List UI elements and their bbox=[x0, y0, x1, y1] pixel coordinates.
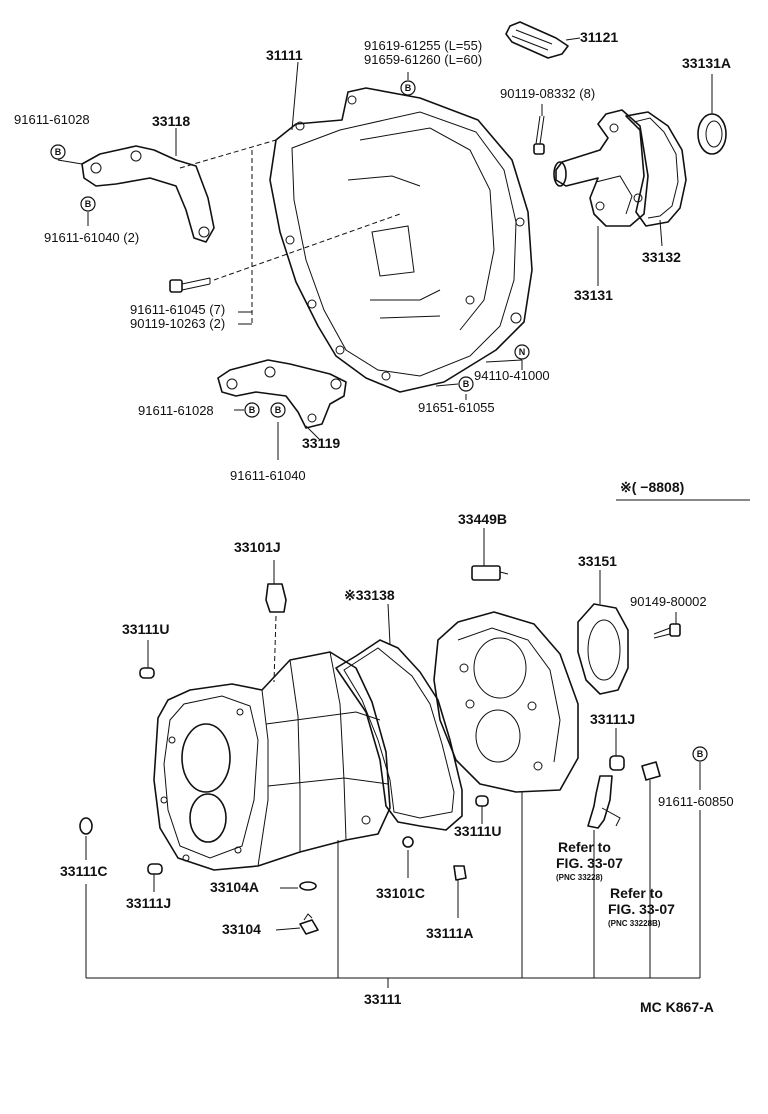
gasket-33132 bbox=[625, 111, 687, 247]
label-33101J: 33101J bbox=[234, 539, 281, 555]
bolt-90119-08332 bbox=[533, 104, 545, 155]
plug-33111A bbox=[453, 865, 467, 918]
svg-text:B: B bbox=[463, 379, 470, 389]
label-33132: 33132 bbox=[642, 249, 681, 265]
svg-text:B: B bbox=[405, 83, 412, 93]
svg-text:B: B bbox=[55, 147, 62, 157]
pin-33111J-a bbox=[609, 728, 625, 771]
leader bbox=[485, 359, 523, 363]
bolt-mark-icon: B bbox=[458, 376, 474, 392]
label-91611-61028-b: 91611-61028 bbox=[138, 403, 214, 418]
refer-1-line1: Refer to bbox=[558, 839, 611, 855]
assembly-bracket bbox=[86, 840, 700, 988]
label-90119-08332: 90119-08332 (8) bbox=[500, 86, 595, 101]
label-91651-61055: 91651-61055 bbox=[418, 400, 495, 415]
diagram-code: MC K867-A bbox=[640, 999, 714, 1015]
bolt-mark-icon: B bbox=[270, 402, 286, 418]
svg-text:B: B bbox=[697, 749, 704, 759]
date-note: ※( −8808) bbox=[620, 479, 684, 495]
svg-text:B: B bbox=[275, 405, 282, 415]
bolt-mark-icon: B bbox=[50, 144, 66, 160]
breather-33101J bbox=[265, 560, 287, 683]
shift-part-33228B bbox=[641, 761, 661, 978]
label-31111-top: 31111 bbox=[266, 47, 303, 63]
extension-housing-33151 bbox=[433, 611, 579, 978]
svg-text:N: N bbox=[519, 347, 526, 357]
label-33111A: 33111A bbox=[426, 925, 474, 941]
label-90149-80002: 90149-80002 bbox=[630, 594, 707, 609]
bolt-mark-icon: B bbox=[692, 746, 708, 762]
label-33131A: 33131A bbox=[682, 55, 731, 71]
oil-seal-33131A bbox=[697, 74, 727, 155]
label-90119-10263: 90119-10263 (2) bbox=[130, 316, 225, 331]
label-33449B: 33449B bbox=[458, 511, 507, 527]
svg-text:B: B bbox=[85, 199, 92, 209]
transmission-case-33111 bbox=[153, 651, 391, 871]
refer-2-line1: Refer to bbox=[610, 885, 663, 901]
label-33104: 33104 bbox=[222, 921, 261, 937]
label-33104A: 33104A bbox=[210, 879, 259, 895]
leader bbox=[57, 159, 83, 165]
label-94110-41000: 94110-41000 bbox=[474, 368, 550, 383]
pin-33111U-a bbox=[139, 640, 155, 679]
shift-lever-33228 bbox=[587, 775, 621, 978]
label-91611-61045: 91611-61045 (7) bbox=[130, 302, 225, 317]
leader bbox=[435, 383, 459, 387]
bracket-33118 bbox=[81, 128, 277, 243]
label-91611-61040: 91611-61040 bbox=[230, 468, 306, 483]
label-33138: ※33138 bbox=[344, 587, 395, 603]
gasket-31121 bbox=[505, 21, 581, 59]
label-91619-61255: 91619-61255 (L=55) bbox=[364, 38, 482, 53]
label-91611-61028-a: 91611-61028 bbox=[14, 112, 90, 127]
label-91611-61040-2: 91611-61040 (2) bbox=[44, 230, 139, 245]
nut-mark-icon: N bbox=[514, 344, 530, 360]
label-33111-bottom: 33111 bbox=[364, 991, 402, 1007]
plug-33104A bbox=[280, 881, 317, 891]
bearing-retainer-33131 bbox=[553, 109, 649, 286]
refer-1-line2: FIG. 33-07 bbox=[556, 855, 623, 871]
bolt-mark-icon: B bbox=[80, 196, 96, 212]
label-33151: 33151 bbox=[578, 553, 617, 569]
gasket-33138 bbox=[335, 603, 463, 831]
refer-1-pnc: (PNC 33228) bbox=[556, 873, 603, 882]
refer-2-line2: FIG. 33-07 bbox=[608, 901, 675, 917]
label-33111U-a: 33111U bbox=[122, 621, 170, 637]
pin-33111C bbox=[79, 817, 93, 978]
pin-33111J-b bbox=[147, 863, 163, 892]
bolt-mark-icon: B bbox=[244, 402, 260, 418]
bolt-90149-80002 bbox=[653, 612, 681, 639]
bolt-91611-61045 bbox=[169, 150, 401, 325]
label-33111C: 33111C bbox=[60, 863, 108, 879]
cover-33151 bbox=[577, 570, 629, 695]
plug-33101C bbox=[402, 836, 414, 878]
label-91659-61260: 91659-61260 (L=60) bbox=[364, 52, 482, 67]
bracket-33119 bbox=[217, 359, 347, 441]
clutch-housing-31111 bbox=[269, 61, 533, 393]
label-33111J-a: 33111J bbox=[590, 711, 635, 727]
plug-33104 bbox=[275, 913, 319, 935]
sensor-33449B bbox=[471, 528, 509, 581]
pin-33111U-b bbox=[475, 795, 489, 824]
label-33111J-b: 33111J bbox=[126, 895, 171, 911]
label-31121: 31121 bbox=[580, 29, 618, 45]
refer-2-pnc: (PNC 33228B) bbox=[608, 919, 661, 928]
label-33119: 33119 bbox=[302, 435, 340, 451]
label-33131: 33131 bbox=[574, 287, 613, 303]
bolt-mark-icon: B bbox=[400, 80, 416, 96]
svg-text:B: B bbox=[249, 405, 256, 415]
label-33118: 33118 bbox=[152, 113, 190, 129]
label-91611-60850: 91611-60850 bbox=[658, 794, 734, 809]
label-33101C: 33101C bbox=[376, 885, 425, 901]
label-33111U-b: 33111U bbox=[454, 823, 502, 839]
